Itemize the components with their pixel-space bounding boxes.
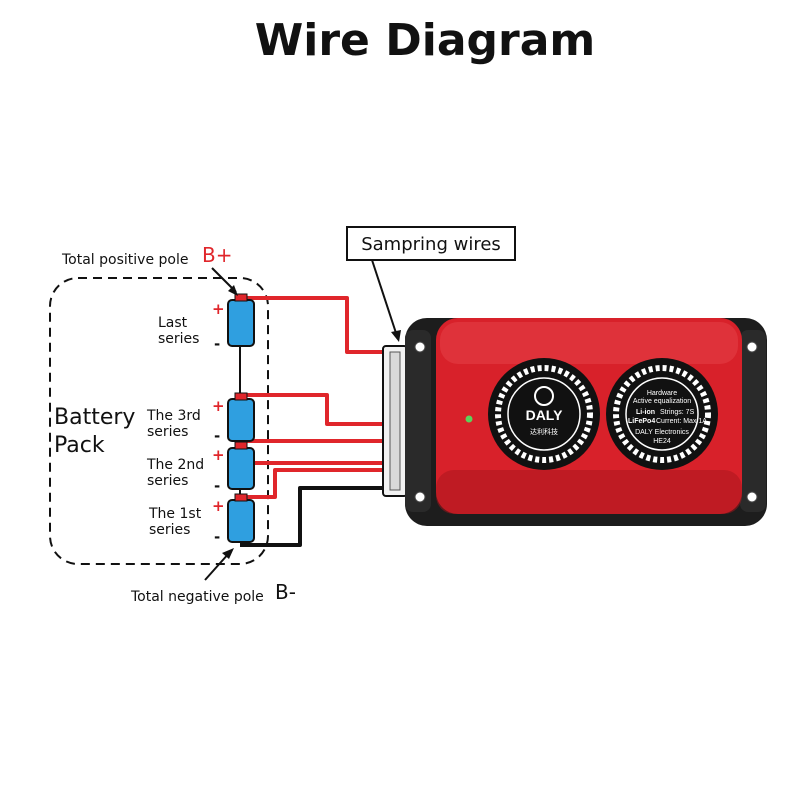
- spec-row1b: Strings: 7S: [660, 409, 695, 416]
- cell-last-label-2: series: [158, 331, 199, 347]
- device-brand-sub: 达利科技: [530, 427, 558, 436]
- negative-pole-arrow: [204, 551, 231, 581]
- cell-2nd: [227, 441, 255, 490]
- cell-1st-label-2: series: [149, 522, 190, 538]
- positive-pole-label: Total positive pole: [61, 252, 188, 268]
- status-led: [465, 415, 473, 423]
- cell-1st: [227, 493, 255, 543]
- cell-last-label-1: Last: [158, 315, 188, 331]
- spec-row2a: LiFePo4: [628, 418, 655, 425]
- positive-pole-arrowhead: [228, 285, 238, 296]
- cell-1st-label-1: The 1st: [148, 506, 202, 522]
- spec-row1a: Li-ion: [636, 409, 655, 416]
- device-model: HE24: [653, 438, 671, 445]
- spec-title-2: Active equalization: [633, 398, 691, 405]
- callout-arrowhead: [391, 330, 401, 342]
- cell-3rd: [227, 392, 255, 442]
- sampring-wires-label: Sampring wires: [361, 234, 501, 255]
- cell-2nd-label-2: series: [147, 473, 188, 489]
- device-brand: DALY: [526, 407, 563, 423]
- negative-pole-symbol: B-: [275, 580, 296, 604]
- negative-pole-arrowhead: [222, 548, 234, 559]
- wire-negative: [240, 486, 388, 547]
- minus-sign: -: [214, 477, 220, 495]
- minus-sign: -: [214, 528, 220, 546]
- wire-1st-series: [240, 468, 388, 499]
- spec-title-1: Hardware: [647, 390, 677, 397]
- sampring-wires-callout-box: [346, 226, 516, 261]
- wire-last-series: [240, 296, 388, 354]
- plus-sign: +: [212, 300, 225, 318]
- sampling-wires: [240, 296, 388, 547]
- wire-3rd-series: [240, 393, 388, 426]
- positive-pole-symbol: B+: [202, 243, 232, 267]
- bms-device: DALY 达利科技 Hardware Active equalization L…: [405, 318, 767, 526]
- battery-pack-label-line1: Battery: [54, 405, 135, 430]
- minus-sign: -: [214, 427, 220, 445]
- battery-pack-boundary: [49, 277, 269, 565]
- callout-arrow: [371, 259, 397, 334]
- spec-row2b: Current: Max 1A: [656, 418, 707, 425]
- cell-3rd-label-2: series: [147, 424, 188, 440]
- plus-sign: +: [212, 497, 225, 515]
- cell-2nd-label-1: The 2nd: [146, 457, 204, 473]
- fan-right: Hardware Active equalization Li-ion Stri…: [606, 358, 718, 470]
- page-title: Wire Diagram: [255, 15, 596, 66]
- plus-sign: +: [212, 397, 225, 415]
- plus-sign: +: [212, 446, 225, 464]
- battery-pack-label-line2: Pack: [54, 433, 105, 458]
- cell-last: [227, 293, 255, 347]
- connector-slot: [389, 351, 401, 491]
- fan-left: DALY 达利科技: [488, 358, 600, 470]
- minus-sign: -: [214, 335, 220, 353]
- device-maker: DALY Electronics: [635, 429, 689, 436]
- negative-pole-label: Total negative pole: [130, 589, 264, 605]
- cell-3rd-label-1: The 3rd: [146, 408, 201, 424]
